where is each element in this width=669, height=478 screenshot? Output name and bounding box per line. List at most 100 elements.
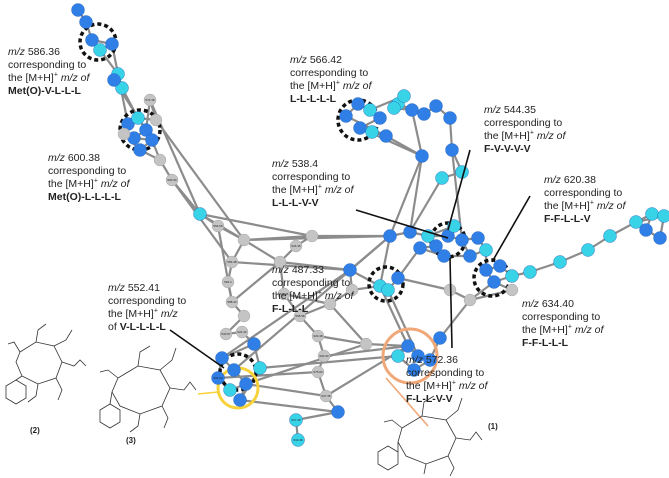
network-node <box>603 229 617 243</box>
annotation-pointer-line <box>449 257 453 349</box>
network-node <box>423 353 437 367</box>
node-label: 620.48 <box>313 334 323 338</box>
structure-label-1: (1) <box>488 422 498 431</box>
network-node <box>219 327 233 341</box>
structure-3-drawing <box>99 345 197 433</box>
network-node <box>487 275 501 289</box>
network-node <box>413 241 427 255</box>
network-node <box>117 127 131 141</box>
network-edge <box>323 344 409 358</box>
network-node <box>289 239 303 253</box>
annotation-pointer-line <box>491 195 531 263</box>
network-node <box>437 249 451 263</box>
structure-label-2: (2) <box>30 426 40 435</box>
network-node <box>153 153 167 167</box>
network-node <box>629 215 643 229</box>
network-node <box>391 271 405 285</box>
network-node <box>471 231 485 245</box>
network-node <box>505 269 519 283</box>
node-label: 524.35 <box>291 244 301 248</box>
annotation-544: m/z 544.35 corresponding to the [M+H]+ m… <box>484 104 566 155</box>
network-node <box>253 361 267 375</box>
node-label: 588.43 <box>227 300 237 304</box>
network-edge <box>317 334 367 346</box>
network-node <box>523 265 537 279</box>
network-node <box>391 349 405 363</box>
annotation-pointers <box>169 149 531 427</box>
network-node <box>193 207 207 221</box>
node-label: 554.59 <box>213 224 223 228</box>
network-node <box>379 129 393 143</box>
network-node <box>381 283 395 297</box>
network-node <box>289 413 303 427</box>
network-node <box>653 231 667 245</box>
network-edge <box>231 260 351 272</box>
network-node <box>405 103 419 117</box>
network-node <box>479 263 493 277</box>
node-label: 611.46 <box>280 292 289 296</box>
node-label: 558.38 <box>295 314 305 318</box>
network-node <box>211 371 225 385</box>
network-node <box>383 229 397 243</box>
network-node <box>353 121 367 135</box>
node-label: 602.33 <box>213 376 223 380</box>
network-edge <box>199 212 313 238</box>
network-node <box>373 111 387 125</box>
orange-highlight-ring <box>381 327 439 385</box>
network-edge <box>378 235 392 287</box>
network-edge <box>409 177 443 233</box>
network-node <box>311 365 325 379</box>
annotation-pointer-line <box>355 209 449 239</box>
network-node <box>401 339 415 353</box>
node-label: 584.38 <box>227 260 237 264</box>
network-edge <box>216 225 234 303</box>
cluster-ring <box>367 265 405 303</box>
network-node <box>351 97 365 111</box>
network-node <box>149 113 163 127</box>
network-edge <box>243 234 313 242</box>
structure-label-3: (3) <box>126 436 136 445</box>
network-node <box>273 255 287 269</box>
network-node <box>165 173 179 187</box>
network-node <box>71 3 85 17</box>
network-node <box>359 337 373 351</box>
network-node <box>215 351 229 365</box>
network-node <box>211 219 225 233</box>
network-node <box>645 207 659 221</box>
network-node <box>479 243 493 257</box>
network-node <box>133 143 147 157</box>
network-node <box>553 255 567 269</box>
network-edge <box>329 303 367 345</box>
network-node <box>225 295 239 309</box>
annotation-586: m/z 586.36 corresponding to the [M+H]+ m… <box>8 46 90 97</box>
network-node <box>131 111 145 125</box>
network-node <box>463 293 477 307</box>
network-node <box>305 229 319 243</box>
network-edge <box>410 109 424 157</box>
network-node <box>93 43 107 57</box>
network-node <box>223 383 237 397</box>
annotation-pointer-line <box>447 149 471 231</box>
annotation-572: m/z 572.36 corresponding to the [M+H]+ m… <box>406 354 488 405</box>
network-node <box>455 233 469 247</box>
network-node <box>115 81 129 95</box>
network-node <box>225 255 239 269</box>
network-node <box>407 363 421 377</box>
network-node <box>581 243 595 257</box>
network-node <box>505 283 519 297</box>
network-node <box>233 393 247 407</box>
network-edge <box>171 179 233 263</box>
annotation-pointer-line <box>385 377 429 427</box>
network-node <box>235 325 249 339</box>
network-node <box>363 103 377 117</box>
network-edge <box>388 155 424 237</box>
node-label: 517.48 <box>291 418 301 422</box>
annotation-538: m/z 538.4 corresponding to the [M+H]+ m/… <box>272 158 354 209</box>
network-node <box>463 249 477 263</box>
network-edge <box>231 261 281 303</box>
network-edge <box>385 135 423 157</box>
network-node <box>291 433 305 447</box>
network-edge <box>397 276 451 292</box>
